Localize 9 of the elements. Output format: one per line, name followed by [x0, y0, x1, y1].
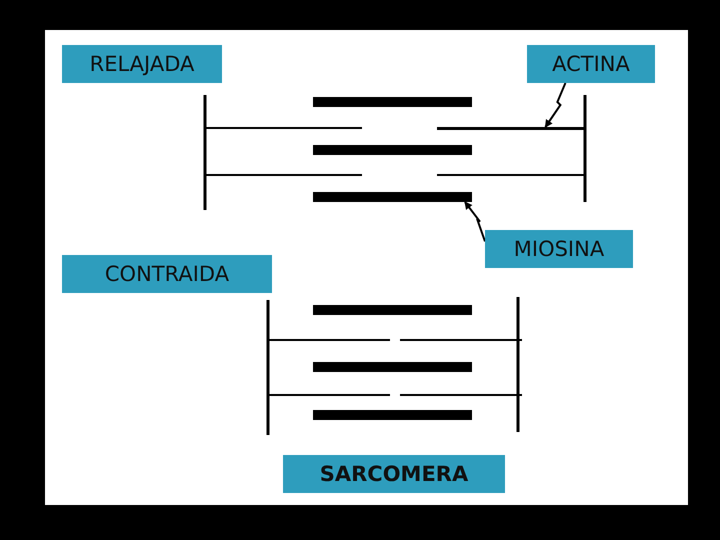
filament-bar — [313, 192, 472, 202]
label-box: ACTINA — [527, 45, 655, 83]
title-label: SARCOMERA — [283, 455, 505, 493]
label-box: RELAJADA — [62, 45, 222, 83]
label-box: CONTRAIDA — [62, 255, 272, 293]
leader-line — [464, 201, 486, 242]
label-box: MIOSINA — [485, 230, 633, 268]
filament-bar — [437, 127, 585, 130]
leader-line — [544, 82, 566, 128]
